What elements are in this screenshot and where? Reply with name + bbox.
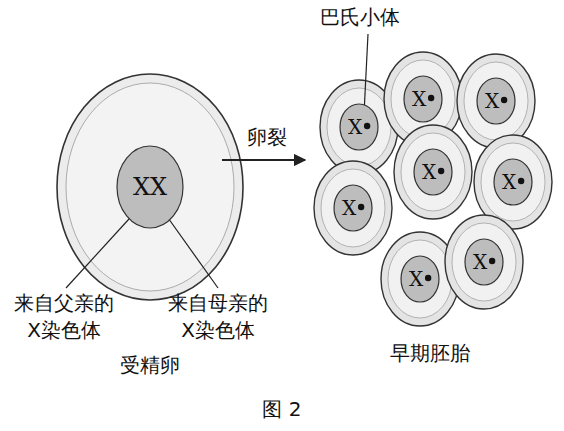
barr-body <box>358 204 364 210</box>
cleavage-arrow <box>222 159 305 161</box>
callout-label: 巴氏小体 <box>320 4 430 31</box>
barr-body <box>501 97 507 103</box>
cell-nucleus: X <box>464 238 504 286</box>
chromosome-label: X <box>412 89 426 109</box>
chromosome-label: X <box>473 252 487 272</box>
figure-caption: 图 2 <box>222 396 342 423</box>
process-label: 卵裂 <box>235 124 299 151</box>
stage-label: 受精卵 <box>90 352 210 379</box>
stage-label: 早期胚胎 <box>365 340 495 367</box>
barr-body <box>518 178 524 184</box>
embryo-cell <box>394 125 472 219</box>
chromosome-label: X <box>348 117 362 137</box>
leader-arrow <box>364 34 368 114</box>
cell-nucleus: X <box>476 77 516 125</box>
chromosome-label: X <box>409 269 423 289</box>
cell-nucleus: X <box>403 75 443 123</box>
cell-nucleus: X <box>333 184 373 232</box>
chromosome-label: X <box>422 162 436 182</box>
barr-body <box>438 168 444 174</box>
cell-nucleus: X <box>413 148 453 196</box>
embryo-cell <box>457 54 535 148</box>
chromosome-label: X <box>502 172 516 192</box>
barr-body <box>425 275 431 281</box>
barr-body <box>364 123 370 129</box>
embryo-cell <box>314 161 392 255</box>
chromosome-label: X <box>342 198 356 218</box>
zygote-nucleus: XX <box>116 145 184 229</box>
embryo-cells <box>314 52 552 326</box>
cell-nucleus: X <box>400 255 440 303</box>
zygote-cell <box>57 74 243 300</box>
chromosome-label: X <box>485 91 499 111</box>
chromosome-source: 来自父亲的X染色体 <box>10 290 118 344</box>
embryo-cell <box>445 215 523 309</box>
leader-line <box>66 208 139 288</box>
chromosome-label: XX <box>133 175 167 199</box>
barr-body <box>428 95 434 101</box>
cell-nucleus: X <box>493 158 533 206</box>
barr-body <box>489 258 495 264</box>
chromosome-source: 来自母亲的X染色体 <box>164 290 272 344</box>
cell-nucleus: X <box>339 103 379 151</box>
